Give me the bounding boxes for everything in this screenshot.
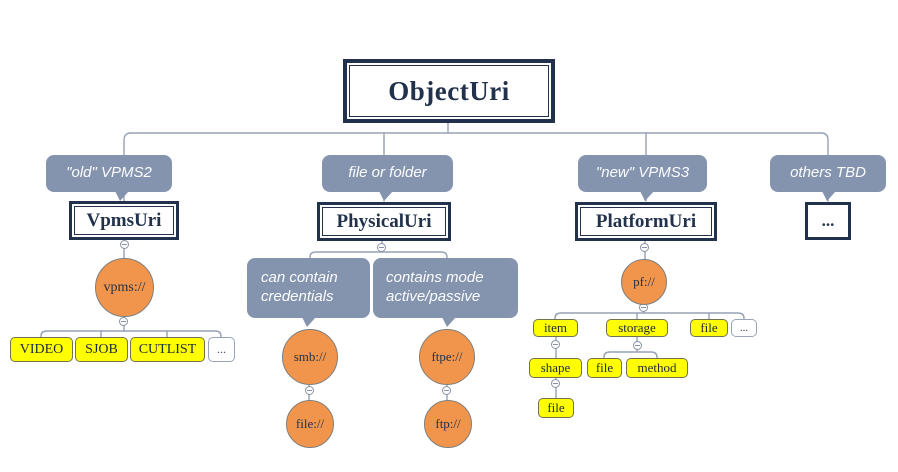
leaf-video[interactable]: VIDEO bbox=[10, 337, 73, 362]
callout-file-or-folder[interactable]: file or folder bbox=[322, 155, 453, 201]
scheme-circle-smb[interactable]: smb:// bbox=[282, 329, 338, 385]
collapse-toggle-physicaluri[interactable] bbox=[377, 243, 386, 252]
node-label: VpmsUri bbox=[86, 209, 162, 231]
leaf-label: SJOB bbox=[85, 341, 118, 357]
note-tail bbox=[302, 317, 316, 327]
root-node-label: ObjectUri bbox=[388, 75, 510, 106]
note-tail bbox=[442, 317, 456, 327]
callout-label: "old" VPMS2 bbox=[66, 164, 152, 182]
note-label: can contain credentials bbox=[261, 269, 338, 305]
leaf-file[interactable]: file bbox=[690, 319, 728, 337]
leaf-label: file bbox=[700, 320, 718, 335]
note-contains-mode[interactable]: contains mode active/passive bbox=[373, 258, 518, 327]
callout-tail bbox=[379, 191, 393, 201]
scheme-label: vpms:// bbox=[103, 279, 146, 295]
node-vpmsuri[interactable]: VpmsUri bbox=[69, 201, 179, 240]
leaf-storage[interactable]: storage bbox=[606, 319, 668, 337]
scheme-circle-file[interactable]: file:// bbox=[286, 400, 334, 448]
leaf-label: VIDEO bbox=[19, 341, 64, 357]
callout-tail bbox=[640, 191, 654, 201]
node-label: PlatformUri bbox=[595, 210, 697, 232]
node-physicaluri[interactable]: PhysicalUri bbox=[317, 202, 451, 241]
scheme-circle-pf[interactable]: pf:// bbox=[621, 259, 667, 305]
scheme-circle-ftp[interactable]: ftp:// bbox=[424, 400, 472, 448]
collapse-toggle-shape[interactable] bbox=[551, 379, 560, 388]
leaf-label: method bbox=[637, 360, 677, 375]
scheme-circle-vpms[interactable]: vpms:// bbox=[95, 258, 154, 317]
callout-new-vpms3[interactable]: "new" VPMS3 bbox=[578, 155, 707, 201]
note-label: contains mode active/passive bbox=[386, 269, 484, 305]
leaf-pf-more[interactable]: ... bbox=[731, 319, 757, 337]
leaf-label: ... bbox=[739, 322, 749, 334]
leaf-shape[interactable]: shape bbox=[529, 358, 582, 378]
callout-tail bbox=[115, 191, 129, 201]
leaf-method[interactable]: method bbox=[626, 358, 688, 378]
root-node-objecturi[interactable]: ObjectUri bbox=[343, 59, 555, 123]
scheme-circle-ftpe[interactable]: ftpe:// bbox=[419, 329, 475, 385]
leaf-label: ... bbox=[217, 342, 226, 356]
leaf-label: file bbox=[547, 400, 565, 415]
collapse-toggle-vpms-scheme[interactable] bbox=[119, 317, 128, 326]
collapse-toggle-smb[interactable] bbox=[305, 386, 314, 395]
collapse-toggle-platformuri[interactable] bbox=[640, 243, 649, 252]
leaf-cutlist[interactable]: CUTLIST bbox=[130, 337, 205, 362]
leaf-label: storage bbox=[618, 320, 656, 335]
leaf-sjob[interactable]: SJOB bbox=[75, 337, 128, 362]
leaf-shape-file[interactable]: file bbox=[538, 398, 574, 418]
callout-old-vpms2[interactable]: "old" VPMS2 bbox=[46, 155, 172, 201]
scheme-label: ftpe:// bbox=[431, 349, 463, 364]
scheme-label: file:// bbox=[295, 416, 325, 431]
leaf-item[interactable]: item bbox=[533, 319, 578, 337]
node-label: ... bbox=[821, 211, 835, 230]
callout-label: others TBD bbox=[790, 164, 866, 182]
leaf-storage-file[interactable]: file bbox=[587, 358, 622, 378]
scheme-label: smb:// bbox=[293, 349, 327, 364]
callout-others-tbd[interactable]: others TBD bbox=[770, 155, 886, 201]
collapse-toggle-storage[interactable] bbox=[633, 341, 642, 350]
collapse-toggle-item[interactable] bbox=[551, 340, 560, 349]
callout-tail bbox=[822, 191, 836, 201]
leaf-label: item bbox=[543, 320, 568, 335]
node-label: PhysicalUri bbox=[336, 210, 432, 232]
leaf-label: shape bbox=[540, 360, 571, 375]
node-platformuri[interactable]: PlatformUri bbox=[575, 202, 717, 241]
callout-label: "new" VPMS3 bbox=[595, 164, 690, 182]
node-others-ellipsis[interactable]: ... bbox=[805, 202, 851, 240]
leaf-label: file bbox=[595, 360, 614, 375]
callout-label: file or folder bbox=[348, 164, 427, 182]
scheme-label: pf:// bbox=[633, 274, 655, 289]
note-can-contain-credentials[interactable]: can contain credentials bbox=[247, 258, 370, 327]
scheme-label: ftp:// bbox=[435, 416, 461, 431]
collapse-toggle-vpmsuri[interactable] bbox=[120, 240, 129, 249]
leaf-label: CUTLIST bbox=[138, 341, 197, 357]
leaf-vpms-more[interactable]: ... bbox=[208, 337, 235, 362]
collapse-toggle-ftpe[interactable] bbox=[442, 386, 451, 395]
